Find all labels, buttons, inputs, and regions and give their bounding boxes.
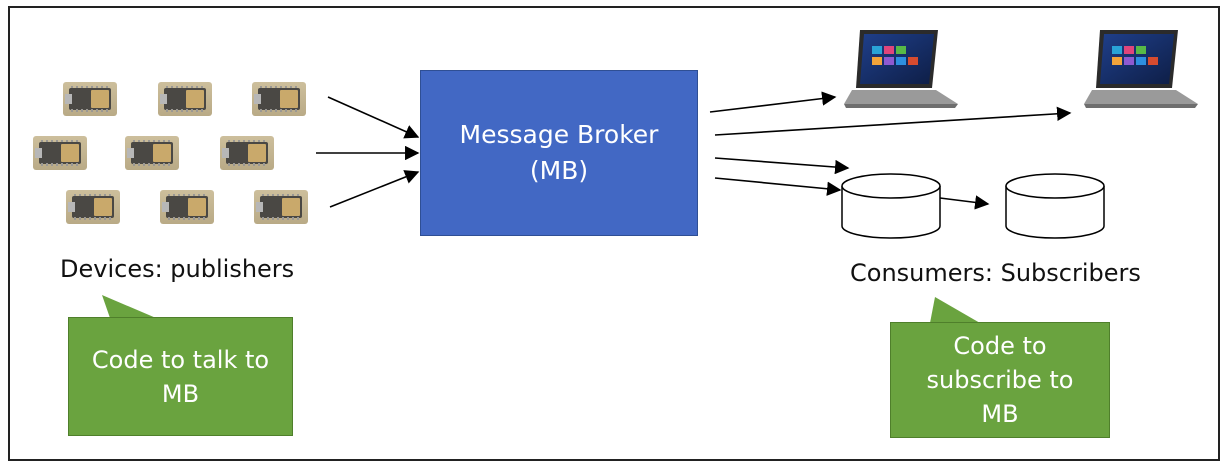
- publish-arrow: [327, 96, 420, 139]
- deliver-arrow: [714, 106, 1072, 136]
- callout-text: MB: [161, 379, 200, 408]
- device-icon: [252, 82, 306, 116]
- deliver-arrow: [714, 177, 842, 196]
- device-icon: [125, 136, 179, 170]
- callout-pointer: [102, 295, 156, 318]
- device-icon: [160, 190, 214, 224]
- device-icon: [33, 136, 87, 170]
- callout-text: Code to: [953, 332, 1047, 360]
- database-icon: [841, 173, 941, 239]
- subscribers-label: Consumers: Subscribers: [850, 259, 1141, 287]
- device-icon: [63, 82, 117, 116]
- laptop-icon: [844, 30, 958, 108]
- callout-text: Code to talk to: [91, 345, 270, 374]
- callout-text: subscribe to: [926, 366, 1074, 394]
- message-broker-box: Message Broker (MB): [420, 70, 698, 236]
- database-icon: [1005, 173, 1105, 239]
- device-icon: [66, 190, 120, 224]
- device-icon: [254, 190, 308, 224]
- publishers-label: Devices: publishers: [60, 255, 295, 283]
- broker-abbrev: (MB): [529, 156, 589, 185]
- diagram-frame: [8, 6, 1220, 461]
- device-icon: [158, 82, 212, 116]
- callout-text: MB: [981, 400, 1019, 428]
- broker-title: Message Broker: [459, 120, 659, 149]
- deliver-arrow: [709, 91, 837, 113]
- laptop-icon: [1084, 30, 1198, 108]
- deliver-arrow: [714, 157, 850, 175]
- db-forward-arrow: [939, 195, 990, 210]
- device-icon: [220, 136, 274, 170]
- publish-arrow: [329, 170, 420, 208]
- callout-pointer: [930, 297, 980, 323]
